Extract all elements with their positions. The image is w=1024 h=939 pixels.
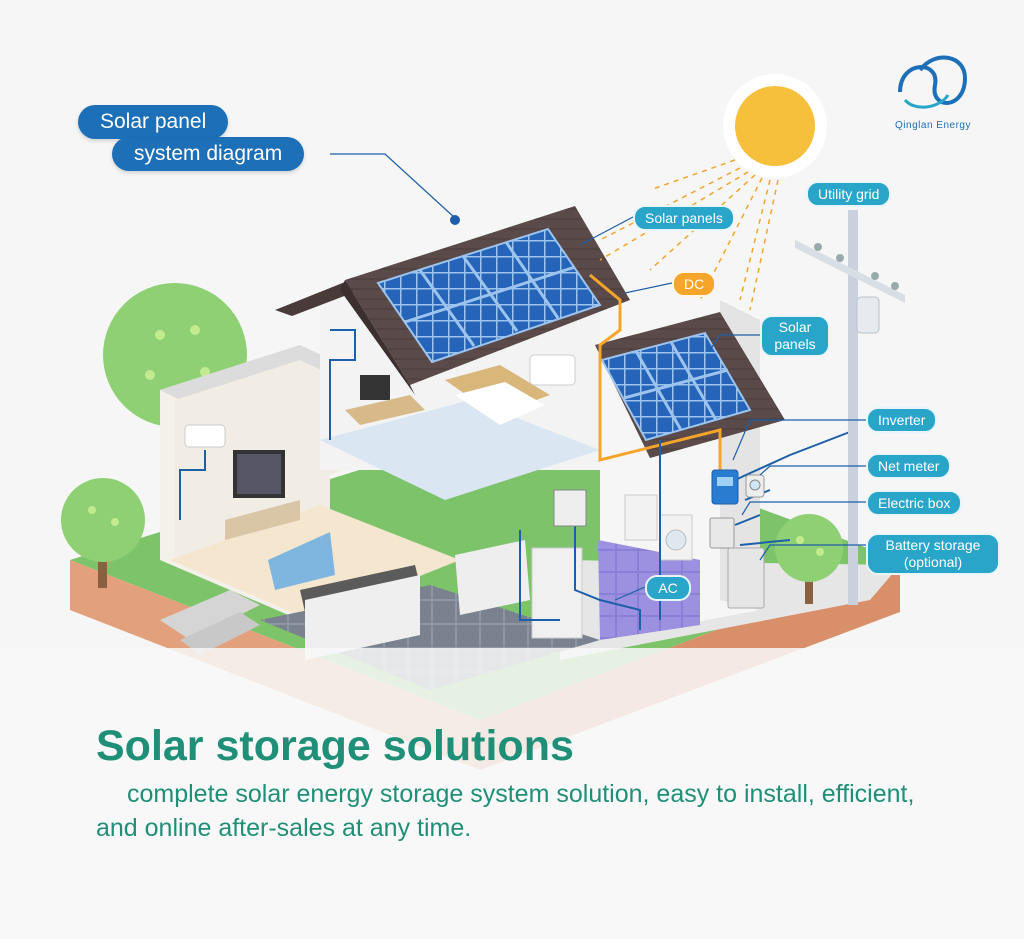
tree-icon [775, 514, 843, 604]
solar-panels-label: Solar panels [633, 205, 735, 231]
headline: Solar storage solutions [96, 722, 574, 770]
battery-storage-label: Battery storage (optional) [866, 533, 1000, 575]
utility-grid-label: Utility grid [806, 181, 892, 207]
diagram-title-line-1: Solar panel [78, 105, 229, 139]
ac-label: AC [645, 575, 691, 601]
battery-storage-label-line-1: Battery storage [885, 537, 981, 553]
electric-box-label: Electric box [866, 490, 963, 516]
brand-name: Qinglan Energy [895, 120, 971, 131]
net-meter-label: Net meter [866, 453, 952, 479]
solar-panel-array-main [376, 227, 602, 364]
solar-panels-lower-label: Solar panels [760, 315, 830, 357]
tree-icon [61, 478, 145, 588]
diagram-title-line-2: system diagram [112, 137, 305, 171]
utility-pole-icon [795, 210, 905, 605]
solar-panels-lower-label-line-2: panels [774, 336, 816, 352]
battery-storage-device [727, 547, 765, 609]
subline: complete solar energy storage system sol… [96, 780, 915, 842]
leader-lines [330, 153, 866, 601]
infinity-wave-logo-icon [898, 55, 968, 109]
furniture [184, 354, 693, 660]
dc-label: DC [672, 271, 716, 297]
leader-dot [450, 215, 460, 225]
inverter-label: Inverter [866, 407, 938, 433]
sun-icon [723, 74, 827, 178]
text-overlay-panel [0, 648, 1024, 939]
dc-line [589, 273, 722, 475]
equipment [553, 469, 765, 609]
solar-panels-lower-label-line-1: Solar [778, 319, 812, 335]
solar-panel-array-lower [600, 331, 752, 442]
battery-storage-label-line-2: (optional) [903, 554, 963, 570]
electric-box-device [709, 517, 735, 549]
inverter-device [711, 469, 739, 505]
